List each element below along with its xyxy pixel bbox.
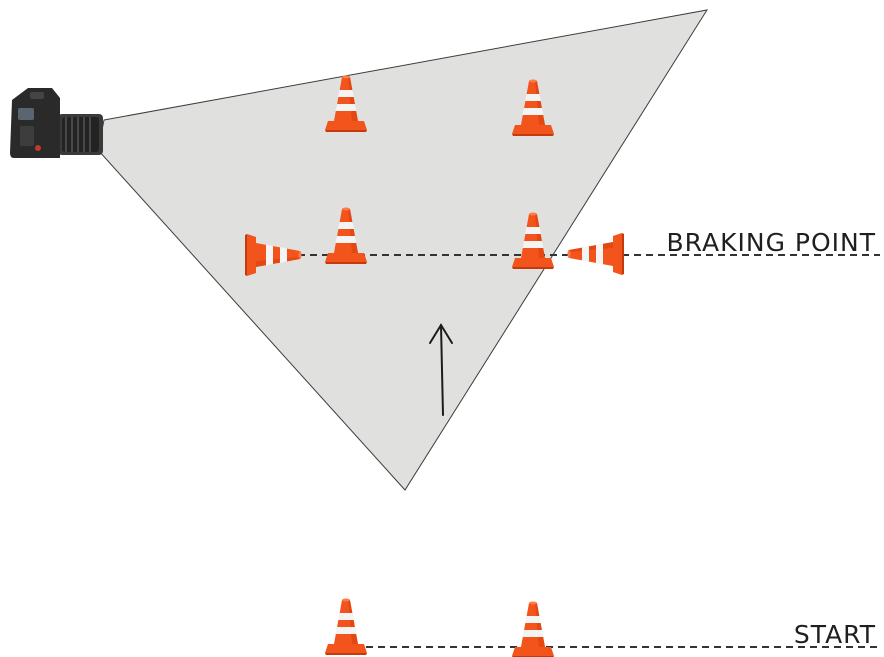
traffic-cone-icon xyxy=(512,601,554,657)
arrow-up-icon xyxy=(429,323,453,416)
start-label-bg xyxy=(776,618,880,645)
braking-point-label: BRAKING POINT xyxy=(667,228,877,257)
start-label: START xyxy=(794,620,876,649)
braking-point-label-bg xyxy=(628,226,880,252)
camera-icon xyxy=(10,88,103,158)
traffic-cone-icon xyxy=(567,233,624,275)
traffic-cone-icon xyxy=(325,598,367,655)
